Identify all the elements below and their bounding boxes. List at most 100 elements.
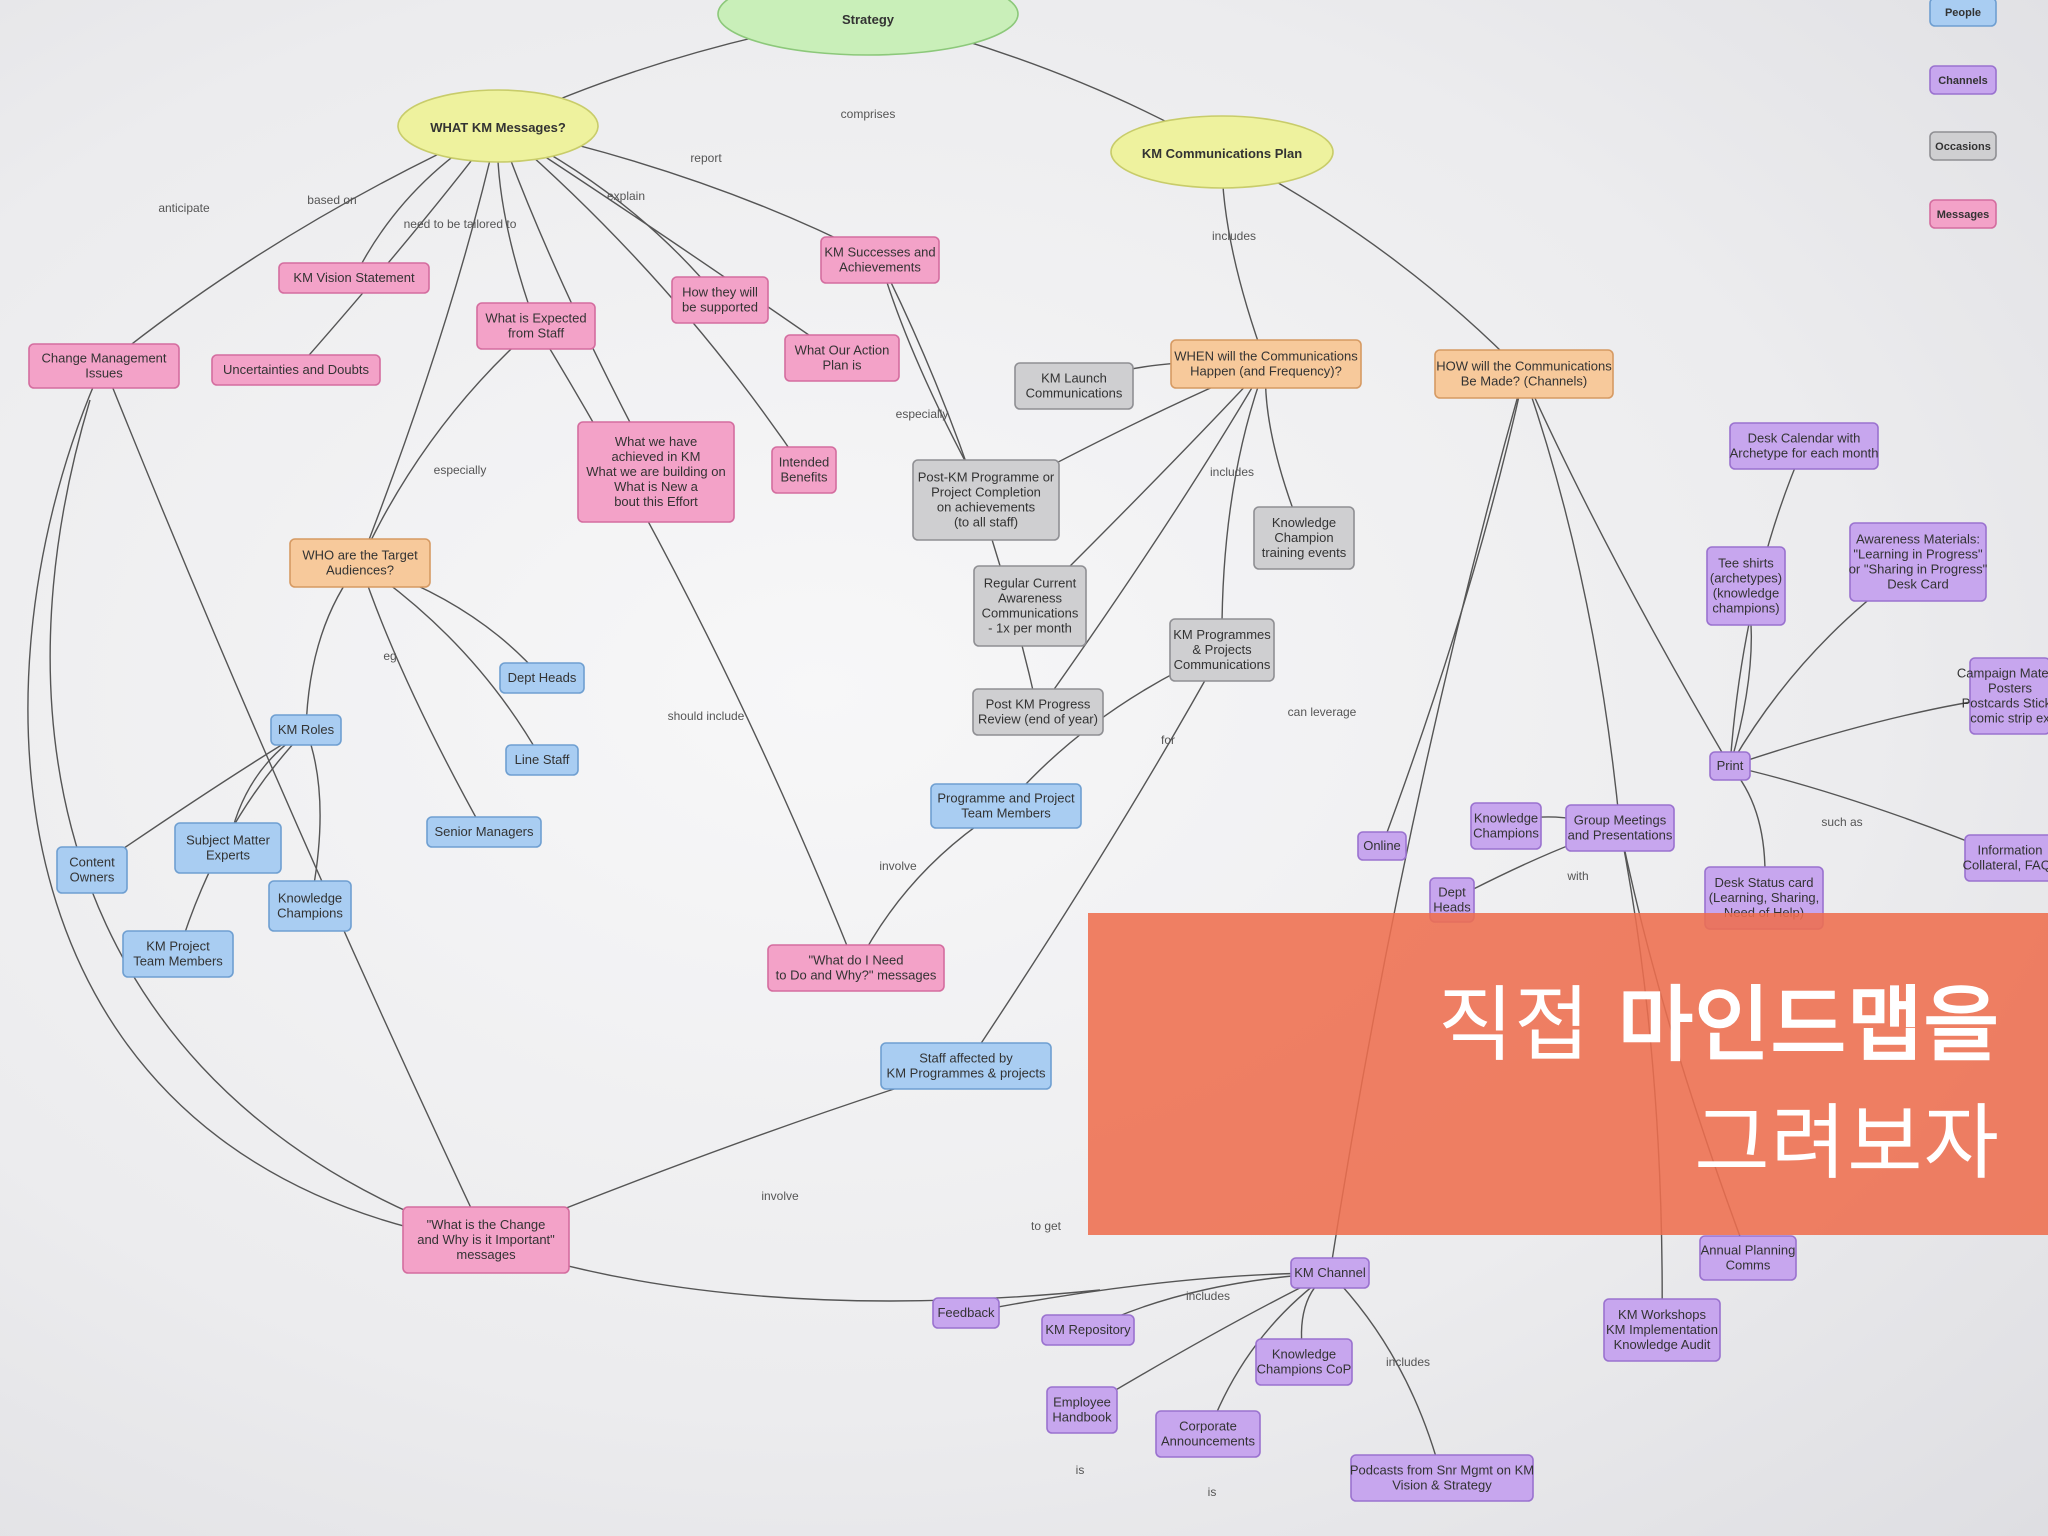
node-text: Employee [1053, 1395, 1111, 1410]
legend-label: Channels [1938, 75, 1988, 87]
node-text: Group Meetings [1574, 813, 1667, 828]
title-banner: 직접 마인드맵을 그려보자 [1088, 913, 2048, 1235]
node-text: Happen (and Frequency)? [1190, 364, 1342, 379]
link-label: eg [383, 649, 396, 663]
node-text: KM Workshops [1618, 1307, 1706, 1322]
connector-line [1523, 373, 1731, 768]
node-shape [973, 565, 1087, 647]
node-shape [1041, 1314, 1135, 1346]
node-text: Heads [1433, 900, 1471, 915]
node-shape [1849, 522, 1987, 602]
link-label: is [1076, 1463, 1085, 1477]
node-text: KM Launch [1041, 371, 1107, 386]
connector-line [295, 125, 499, 372]
link-label: such as [1821, 815, 1862, 829]
node-shape [1046, 1386, 1118, 1434]
node-shape [1170, 339, 1362, 389]
node-text: to Do and Why?" messages [776, 968, 937, 983]
node-shape [1969, 657, 2048, 735]
node-text: What is New a [614, 479, 699, 494]
link-label: based on [307, 193, 356, 207]
node-text: (knowledge [1713, 586, 1780, 601]
node-shape [499, 662, 585, 694]
node-text: Change Management [41, 351, 166, 366]
node-text: - 1x per month [988, 621, 1072, 636]
link-label: with [1566, 869, 1588, 883]
node-text: Issues [85, 366, 123, 381]
node-strategy: Strategy [717, 0, 1019, 56]
node-text: Champion [1274, 530, 1333, 545]
node-shape [577, 421, 735, 523]
node-shape [1350, 1454, 1534, 1502]
node-text: What Our Action [795, 343, 890, 358]
node-text: Team Members [133, 954, 223, 969]
node-text: Handbook [1052, 1410, 1112, 1425]
node-shape [211, 354, 381, 386]
node-text: Knowledge Audit [1614, 1337, 1711, 1352]
node-km-channel: KM Channel [1290, 1257, 1370, 1289]
node-text: Owners [70, 870, 115, 885]
node-campaign: Campaign MateriaPostersPostcards Stickec… [1957, 657, 2048, 735]
node-tshirts: Tee shirts(archetypes)(knowledgechampion… [1706, 546, 1786, 626]
node-text: Line Staff [515, 752, 570, 767]
node-repository: KM Repository [1041, 1314, 1135, 1346]
link-label: anticipate [158, 201, 210, 215]
node-shape [1155, 1410, 1261, 1458]
node-shape [1565, 804, 1675, 852]
node-text: KM Repository [1045, 1322, 1131, 1337]
node-senior: Senior Managers [426, 816, 542, 848]
node-shape [268, 880, 352, 932]
node-shape [1290, 1257, 1370, 1289]
node-km-roles: KM Roles [270, 714, 342, 746]
node-shape [1255, 1338, 1353, 1386]
connector-line [27, 379, 541, 1251]
node-shape [880, 1042, 1052, 1090]
node-text: Podcasts from Snr Mgmt on KM [1350, 1463, 1534, 1478]
link-label: includes [1386, 1355, 1430, 1369]
node-text: Post-KM Programme or [918, 470, 1055, 485]
node-text: Be Made? (Channels) [1461, 374, 1587, 389]
node-shape [1169, 618, 1275, 682]
node-text: Communications [1174, 657, 1271, 672]
node-shape [1964, 834, 2048, 882]
node-text: Annual Planning [1701, 1243, 1796, 1258]
node-text: Team Members [961, 806, 1051, 821]
node-text: comic strip ex [1970, 711, 2048, 726]
legend-swatch [1929, 0, 1997, 27]
legend-swatch [1929, 199, 1997, 229]
node-text: Awareness Materials: [1856, 532, 1980, 547]
link-label: especially [434, 463, 487, 477]
node-text: WHAT KM Messages? [430, 120, 566, 135]
node-text: Communications [982, 606, 1079, 621]
node-text: Audiences? [326, 563, 394, 578]
link-label: to get [1031, 1219, 1062, 1233]
node-text: Subject Matter [186, 833, 270, 848]
node-shape [972, 688, 1104, 736]
node-text: Desk Calendar with [1748, 431, 1861, 446]
link-label: involve [879, 859, 917, 873]
node-text: & Projects [1192, 642, 1252, 657]
node-shape [56, 846, 128, 894]
node-line-staff: Line Staff [505, 744, 579, 776]
link-label: includes [1186, 1289, 1230, 1303]
node-text: Benefits [781, 470, 828, 485]
node-text: Project Completion [931, 485, 1041, 500]
node-text: KM Vision Statement [293, 270, 415, 285]
node-text: What is Expected [485, 311, 586, 326]
node-text: messages [456, 1247, 516, 1262]
node-feedback: Feedback [932, 1297, 1000, 1329]
link-label: explain [607, 189, 645, 203]
node-text: How they will [682, 285, 758, 300]
node-shape [1699, 1235, 1797, 1281]
connector-line [1216, 363, 1267, 652]
node-shape [397, 89, 599, 163]
connector-line [1329, 1272, 1445, 1480]
node-shape [671, 276, 769, 324]
